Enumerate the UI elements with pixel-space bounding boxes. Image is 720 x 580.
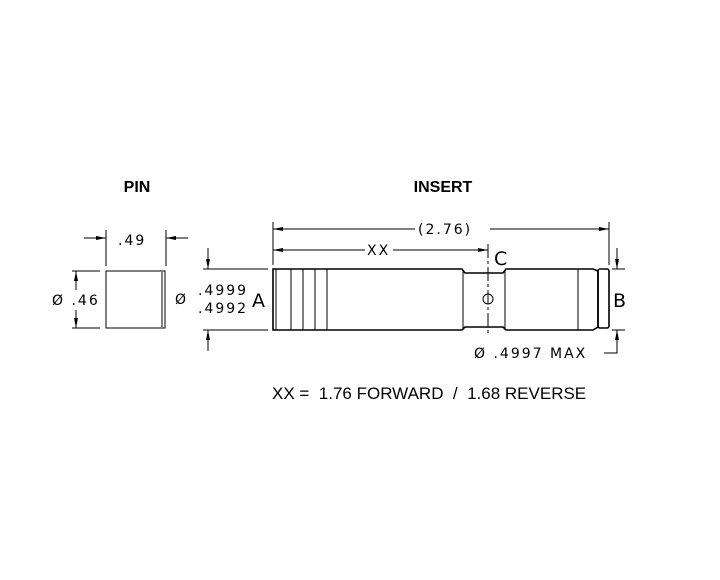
end-diameter-dimension: Ø .4997 MAX (474, 346, 587, 362)
pin-diameter-dimension: Ø .46 (52, 293, 100, 309)
label-a: A (252, 290, 265, 312)
insert-diameter-dimension-lines (203, 248, 268, 351)
xx-dimension: XX (367, 243, 390, 259)
insert-title: INSERT (414, 179, 473, 196)
diameter-upper-limit: .4999 (198, 283, 248, 299)
label-b: B (613, 290, 626, 312)
diameter-lower-limit: .4992 (198, 301, 248, 317)
label-c: C (494, 248, 507, 270)
pin-length-dimension: .49 (118, 233, 146, 249)
insert-drawing (272, 222, 625, 354)
pin-title: PIN (124, 179, 151, 196)
overall-length-dimension: (2.76) (418, 222, 472, 238)
pin-drawing (72, 230, 188, 329)
diameter-symbol: Ø (175, 292, 188, 308)
xx-note: XX = 1.76 FORWARD / 1.68 REVERSE (272, 384, 586, 403)
